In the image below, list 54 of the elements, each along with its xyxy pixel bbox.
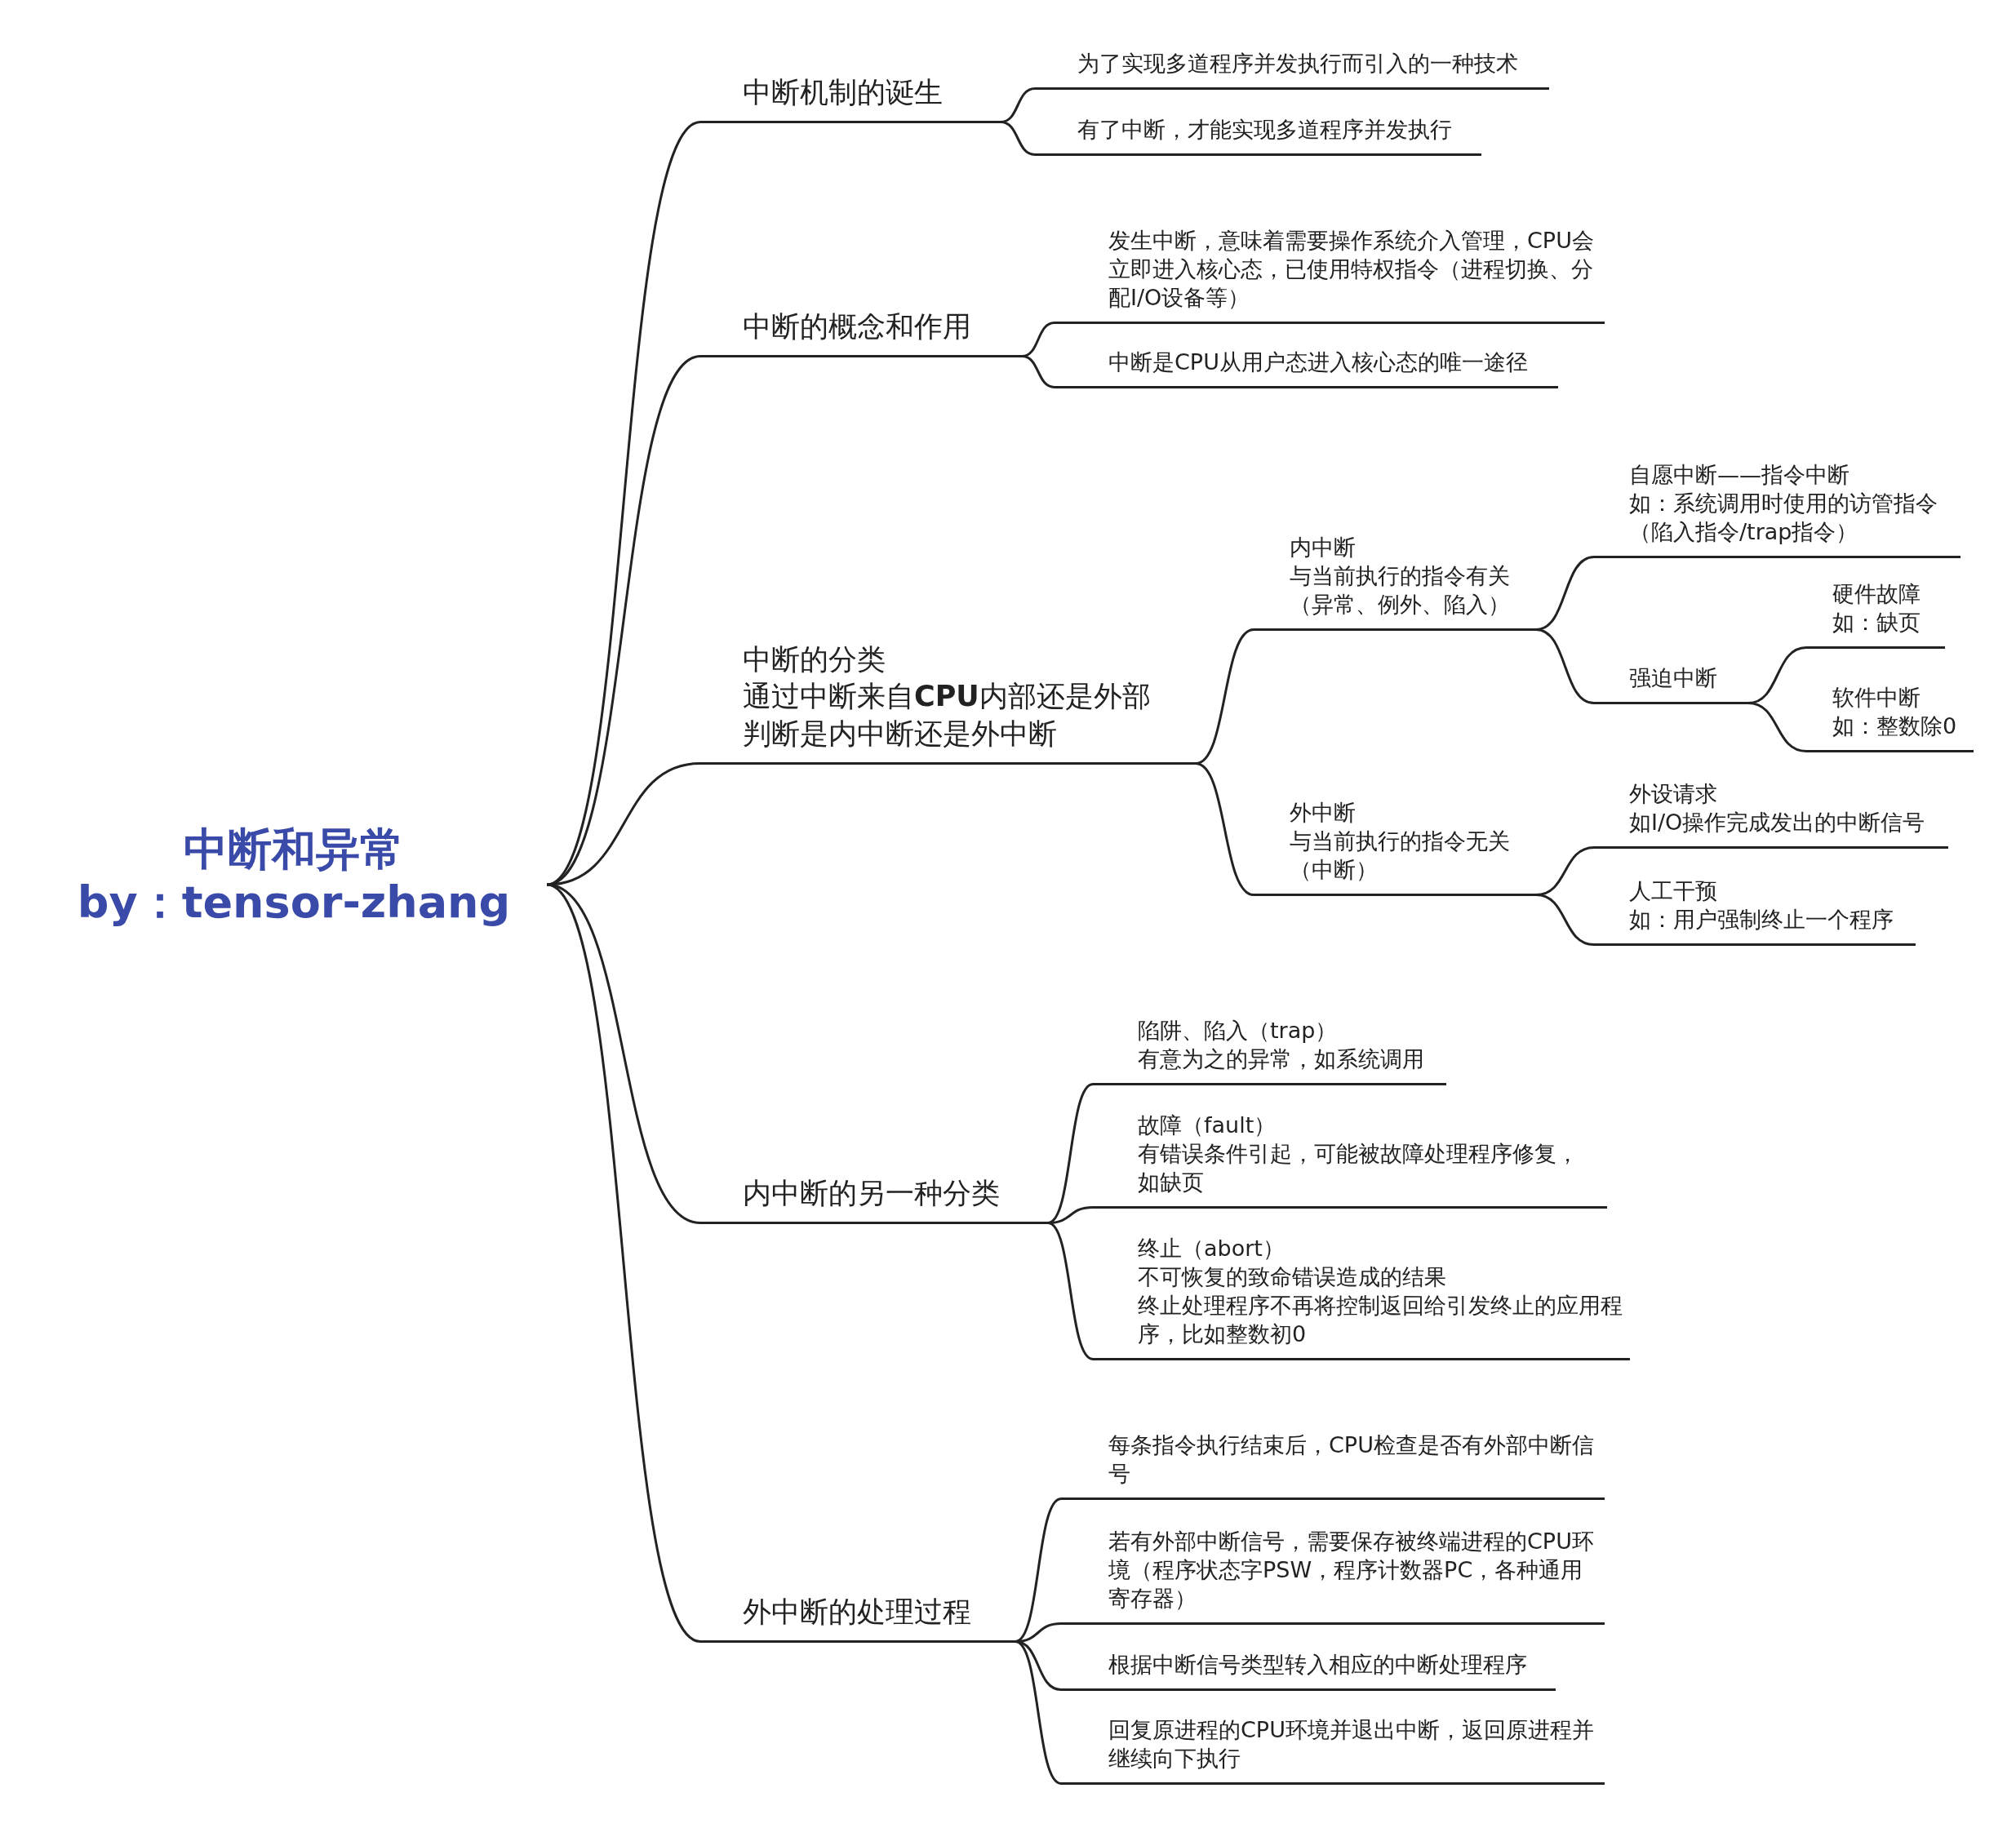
- connector-curve: [1015, 1640, 1062, 1785]
- connector-curve: [1195, 762, 1254, 896]
- topic-text: 陷阱、陷入（trap）: [1138, 1016, 1339, 1045]
- topic-text: 为了实现多道程序并发执行而引入的一种技术: [1077, 49, 1519, 78]
- connector-curve: [1747, 702, 1807, 752]
- connector-curve: [1047, 1083, 1094, 1224]
- topic-note: 如：整数除0: [1832, 712, 1958, 740]
- topic-text: 中断机制的诞生: [743, 74, 944, 110]
- author-line: by：tensor-zhang: [76, 876, 512, 930]
- topic-text: 外中断的处理过程: [743, 1594, 972, 1630]
- topic-note: 终止处理程序不再将控制返回给引发终止的应用程序，比如整数初0: [1138, 1291, 1623, 1348]
- topic-note: 不可恢复的致命错误造成的结果: [1138, 1262, 1447, 1291]
- connector-curve: [546, 883, 701, 1643]
- topic-text: 终止（abort）: [1138, 1234, 1286, 1262]
- topic-note: 通过中断来自CPU内部还是外部: [743, 679, 1152, 714]
- topic-text: 中断的概念和作用: [743, 308, 972, 344]
- topic-text: 若有外部中断信号，需要保存被终端进程的CPU环境（程序状态字PSW，程序计数器PC，各种通用寄存器）: [1108, 1527, 1595, 1613]
- topic-note: （中断）: [1290, 855, 1379, 884]
- topic-text: 外中断: [1290, 798, 1357, 827]
- topic-text: 每条指令执行结束后，CPU检查是否有外部中断信号: [1108, 1431, 1595, 1488]
- topic-note: （陷入指令/trap指令）: [1629, 517, 1859, 546]
- connector-curve: [1535, 894, 1595, 946]
- topic-note: 如：系统调用时使用的访管指令: [1629, 489, 1938, 517]
- topic-text: 内中断的另一种分类: [743, 1175, 1001, 1211]
- map-title: 中断和异常: [183, 823, 405, 876]
- topic-text: 自愿中断——指令中断: [1629, 460, 1850, 489]
- topic-text: 故障（fault）: [1138, 1111, 1277, 1139]
- topic-note: 判断是内中断还是外中断: [743, 716, 1058, 752]
- topic-note: 有意为之的异常，如系统调用: [1138, 1045, 1425, 1073]
- topic-note: 与当前执行的指令有关: [1290, 561, 1511, 590]
- topic-text: 发生中断，意味着需要操作系统介入管理，CPU会立即进入核心态，已使用特权指令（进程切换、分配I/O设备等）: [1108, 226, 1595, 312]
- topic-text: 根据中断信号类型转入相应的中断处理程序: [1108, 1650, 1528, 1679]
- topic-note: 如：缺页: [1832, 608, 1921, 637]
- topic-note: （异常、例外、陷入）: [1290, 590, 1511, 619]
- topic-text: 中断是CPU从用户态进入核心态的唯一途径: [1108, 348, 1529, 376]
- topic-text: 中断的分类: [743, 641, 886, 677]
- topic-text: 回复原进程的CPU环境并退出中断，返回原进程并继续向下执行: [1108, 1715, 1595, 1773]
- connector-curve: [1021, 355, 1055, 388]
- connector-curve: [1015, 1497, 1062, 1643]
- topic-note: 如：用户强制终止一个程序: [1629, 905, 1894, 934]
- topic-note: 与当前执行的指令无关: [1290, 827, 1511, 855]
- topic-text: 外设请求: [1629, 779, 1718, 808]
- connector-curve: [1047, 1222, 1094, 1360]
- topic-text: 强迫中断: [1629, 663, 1718, 692]
- topic-text: 内中断: [1290, 533, 1357, 561]
- topic-text: 硬件故障: [1832, 579, 1921, 608]
- connector-curve: [1000, 121, 1036, 156]
- topic-text: 有了中断，才能实现多道程序并发执行: [1077, 115, 1453, 144]
- topic-text: 软件中断: [1832, 683, 1921, 712]
- connector-curve: [1535, 628, 1595, 704]
- topic-note: 如I/O操作完成发出的中断信号: [1629, 808, 1926, 836]
- connector-curve: [546, 762, 701, 886]
- topic-note: 有错误条件引起，可能被故障处理程序修复，如缺页: [1138, 1139, 1579, 1196]
- topic-text: 人工干预: [1629, 876, 1718, 905]
